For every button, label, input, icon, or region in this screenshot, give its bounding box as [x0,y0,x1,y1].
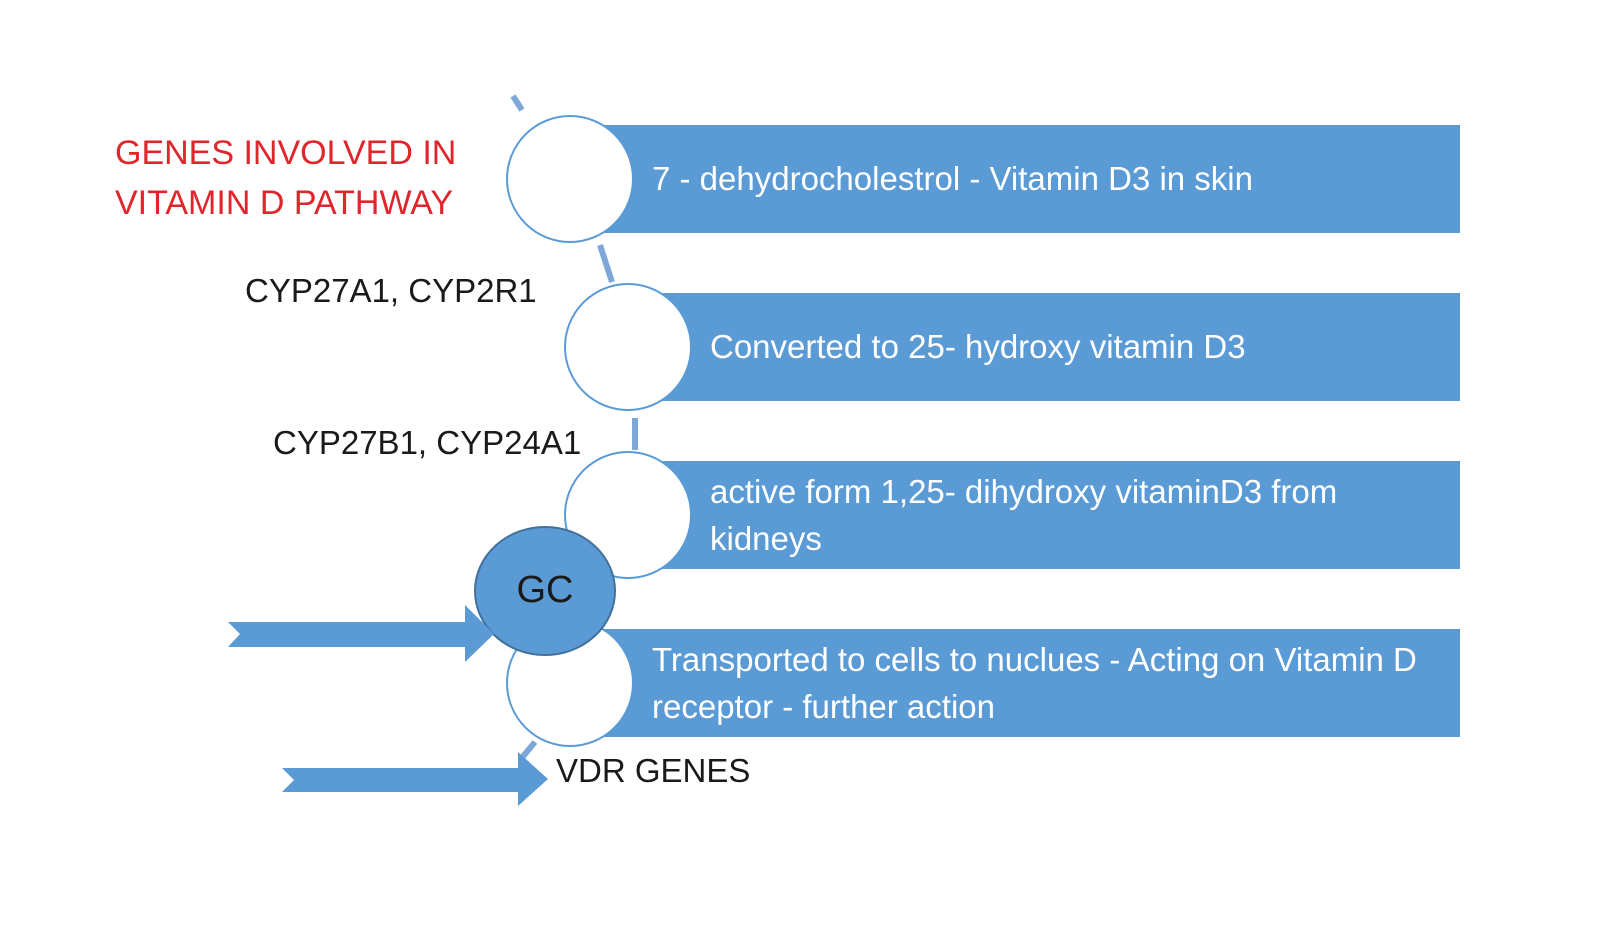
step-4-text: Transported to cells to nuclues - Acting… [652,641,1417,725]
gc-label: GC [516,569,574,611]
title-line-1: GENES INVOLVED IN [115,134,457,172]
step-band-3 [628,461,1460,569]
step-circle-1 [506,115,634,243]
step-band-4 [570,629,1460,737]
step-3-text: active form 1,25- dihydroxy vitaminD3 fr… [710,473,1338,557]
vdr-arrow [282,752,548,806]
step-band-1 [570,125,1460,233]
gc-circle [474,526,616,656]
gene-label-vdr: VDR GENES [556,752,751,789]
step-2-text: Converted to 25- hydroxy vitamin D3 [710,328,1246,365]
gc-arrow [228,605,494,662]
gene-label-cyp27b1-cyp24a1: CYP27B1, CYP24A1 [273,424,582,461]
title-line-2: VITAMIN D PATHWAY [115,184,454,222]
step-circle-2 [564,283,692,411]
step-band-2 [628,293,1460,401]
gene-label-cyp27a1-cyp2r1: CYP27A1, CYP2R1 [245,272,537,309]
step-1-text: 7 - dehydrocholestrol - Vitamin D3 in sk… [652,160,1253,197]
diagram-title: GENES INVOLVED IN VITAMIN D PATHWAY [115,128,456,228]
